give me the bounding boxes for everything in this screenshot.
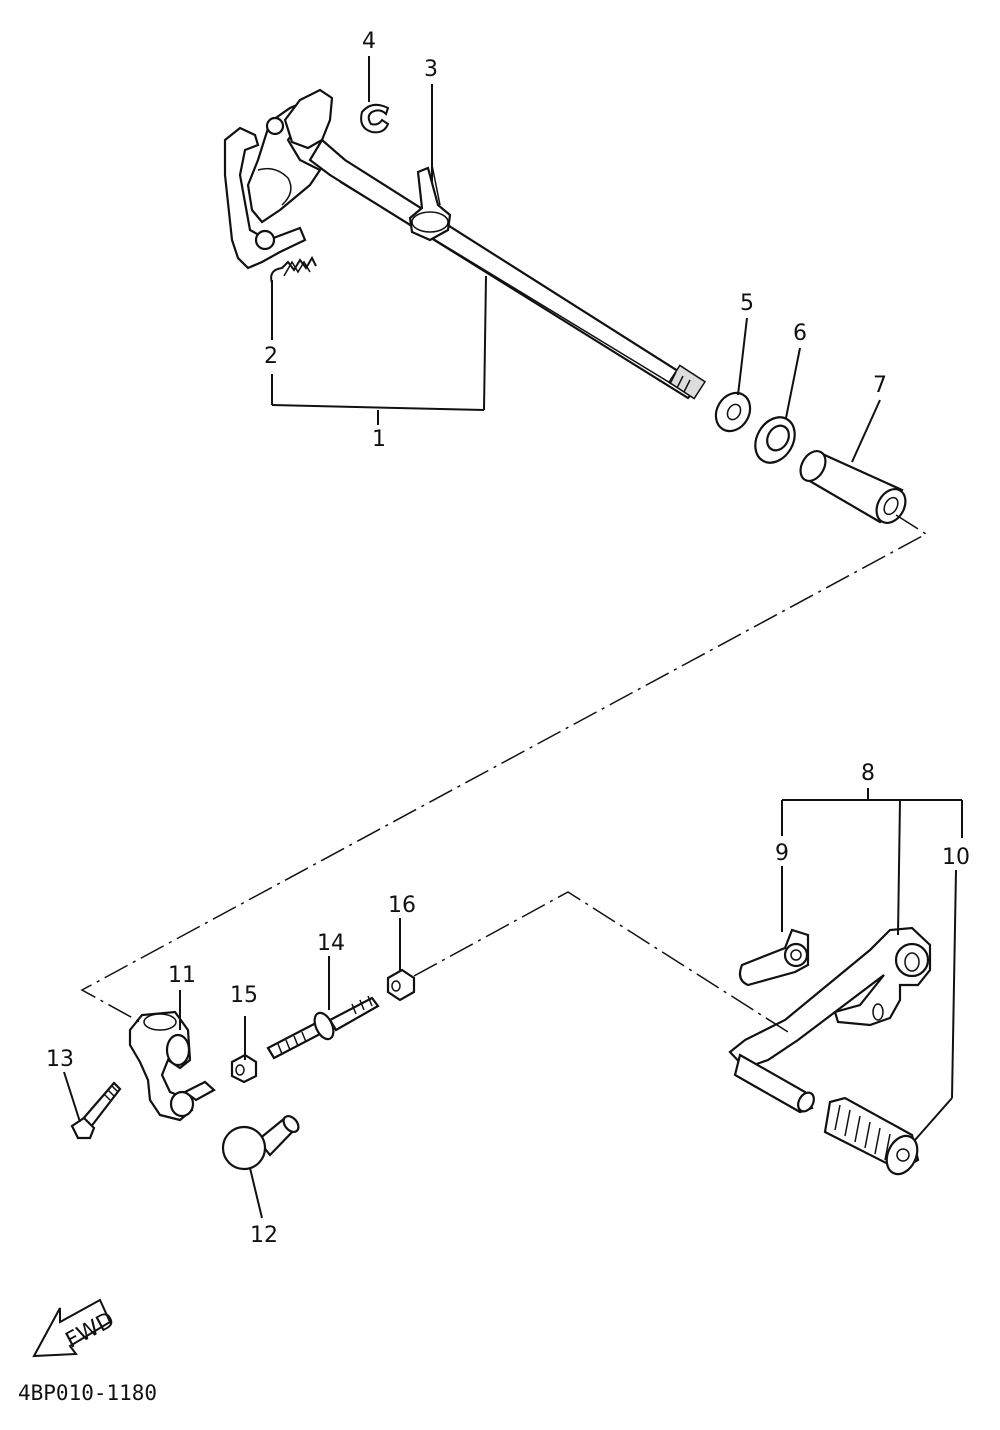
callout-2: 2	[264, 344, 278, 369]
callout-8: 8	[861, 761, 875, 786]
callout-1: 1	[372, 427, 386, 452]
callout-7: 7	[873, 373, 887, 398]
shift-pedal	[728, 926, 932, 1114]
callout-10: 10	[942, 845, 970, 870]
callout-4: 4	[362, 29, 376, 54]
callout-3: 3	[424, 57, 438, 82]
assembly-lines	[80, 514, 928, 1033]
nut-16	[386, 968, 416, 1002]
footrest-rubber	[823, 1096, 920, 1176]
collar	[799, 449, 907, 524]
callout-6: 6	[793, 321, 807, 346]
bolt	[70, 1081, 122, 1140]
callout-13: 13	[46, 1047, 74, 1072]
callout-9: 9	[775, 841, 789, 866]
forward-arrow-icon: FWD	[32, 1298, 119, 1358]
callout-15: 15	[230, 983, 258, 1008]
shift-arm	[128, 1010, 216, 1122]
callout-14: 14	[317, 931, 345, 956]
callout-labels: 1 2 3 4 5 6 7 8 9 10 11 12 13 14 15 16	[46, 29, 970, 1248]
leader-lines	[63, 56, 963, 1219]
pedal-rod-end	[738, 928, 810, 987]
stud-bolt	[266, 995, 380, 1060]
callout-5: 5	[740, 291, 754, 316]
callout-16: 16	[388, 893, 416, 918]
callout-11: 11	[168, 963, 196, 988]
return-spring	[408, 164, 452, 242]
shift-shaft-assembly	[223, 88, 707, 400]
oil-seal	[754, 416, 796, 464]
washer	[714, 391, 752, 433]
callout-12: 12	[250, 1223, 278, 1248]
drawing-code: 4BP010-1180	[18, 1381, 157, 1405]
ball-joint	[221, 1115, 300, 1171]
circlip	[360, 103, 390, 134]
forward-arrow-label: FWD	[62, 1307, 119, 1353]
